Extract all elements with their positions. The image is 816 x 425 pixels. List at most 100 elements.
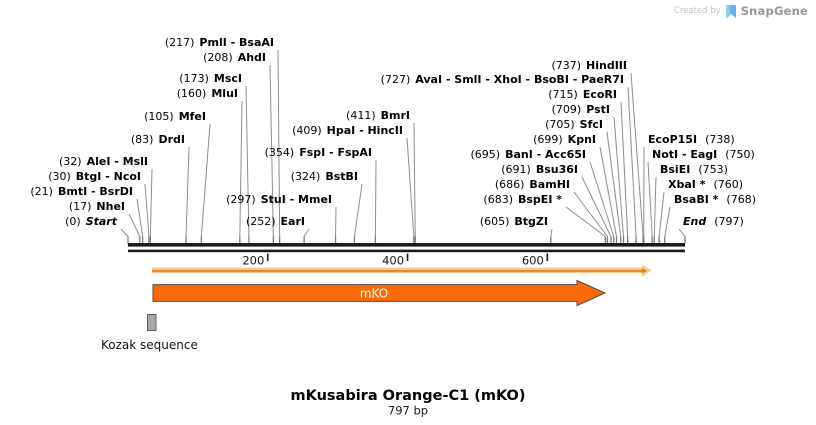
site-label[interactable]: BsaBI *(768) bbox=[674, 193, 756, 206]
restriction-site: (208)AhdI bbox=[203, 51, 275, 244]
restriction-site: (605)BtgZI bbox=[480, 215, 553, 244]
site-label[interactable]: (173)MscI bbox=[179, 72, 242, 85]
sequence-line-bottom bbox=[128, 249, 685, 253]
restriction-site: (105)MfeI bbox=[144, 110, 211, 244]
site-label[interactable]: (683)BspEI * bbox=[483, 193, 562, 206]
site-connector-line bbox=[613, 116, 624, 237]
site-connector-line bbox=[303, 228, 310, 237]
site-label[interactable]: (217)PmlI - BsaAI bbox=[165, 36, 274, 49]
kozak-feature-box[interactable] bbox=[147, 314, 157, 331]
site-label[interactable]: BsiEI(753) bbox=[660, 163, 728, 176]
site-label[interactable]: (21)BmtI - BsrDI bbox=[30, 185, 133, 198]
site-connector-line bbox=[149, 168, 153, 237]
site-label[interactable]: (297)StuI - MmeI bbox=[226, 193, 332, 206]
restriction-site: (354)FspI - FspAI bbox=[265, 146, 377, 244]
ruler-tick-label: 400 bbox=[382, 254, 404, 268]
site-connector-line bbox=[565, 206, 606, 237]
site-label[interactable]: (727)AvaI - SmlI - XhoI - BsoBI - PaeR7I bbox=[381, 73, 624, 86]
site-label[interactable]: (715)EcoRI bbox=[548, 88, 617, 101]
site-label[interactable]: EcoP15I(738) bbox=[648, 133, 735, 146]
site-label[interactable]: (409)HpaI - HincII bbox=[292, 124, 403, 137]
created-by-text: Created by bbox=[673, 6, 721, 16]
restriction-site: (252)EarI bbox=[246, 215, 310, 244]
restriction-site: (699)KpnI bbox=[533, 133, 618, 244]
site-connector-line bbox=[200, 123, 211, 237]
site-label[interactable]: (737)HindIII bbox=[551, 59, 627, 72]
site-label[interactable]: (605)BtgZI bbox=[480, 215, 548, 228]
restriction-site: (21)BmtI - BsrDI bbox=[30, 185, 144, 244]
site-connector-line bbox=[647, 161, 653, 237]
site-connector-line bbox=[573, 191, 608, 237]
site-connector-line bbox=[374, 159, 377, 237]
site-connector-line bbox=[277, 49, 281, 237]
map-title: mKusabira Orange-C1 (mKO) bbox=[290, 388, 525, 404]
site-label[interactable]: XbaI *(760) bbox=[668, 178, 743, 191]
site-label[interactable]: (160)MluI bbox=[177, 87, 238, 100]
site-label[interactable]: (695)BanI - Acc65I bbox=[470, 148, 586, 161]
site-label[interactable]: (0)Start bbox=[65, 215, 118, 228]
site-connector-line bbox=[239, 100, 243, 237]
site-label[interactable]: (252)EarI bbox=[246, 215, 305, 228]
restriction-site: (705)SfcI bbox=[545, 118, 622, 244]
ruler-tick-label: 600 bbox=[522, 254, 544, 268]
site-label[interactable]: (32)AleI - MslI bbox=[59, 155, 148, 168]
site-connector-line bbox=[581, 176, 612, 237]
restriction-site: (695)BanI - Acc65I bbox=[470, 148, 615, 244]
site-connector-line bbox=[658, 191, 665, 237]
mko-feature-arrow[interactable]: mKO bbox=[152, 279, 607, 307]
site-label[interactable]: End(797) bbox=[683, 215, 744, 228]
restriction-site: BsiEI(753) bbox=[653, 163, 728, 244]
site-connector-line bbox=[653, 176, 657, 237]
restriction-site: (217)PmlI - BsaAI bbox=[165, 36, 281, 244]
restriction-site: (686)BamHI bbox=[495, 178, 609, 244]
site-connector-line bbox=[413, 122, 416, 237]
restriction-site: (737)HindIII bbox=[551, 59, 644, 244]
restriction-site: (715)EcoRI bbox=[548, 88, 629, 244]
site-connector-line bbox=[550, 228, 553, 237]
restriction-site: (30)BtgI - NcoI bbox=[48, 170, 150, 244]
restriction-site: (709)PstI bbox=[552, 103, 625, 244]
restriction-sites-layer: (217)PmlI - BsaAI (208)AhdI (173)MscI (160)… bbox=[30, 36, 756, 244]
site-label[interactable]: (105)MfeI bbox=[144, 110, 206, 123]
site-connector-line bbox=[606, 131, 622, 237]
restriction-site: NotI - EagI(750) bbox=[647, 148, 755, 244]
site-label[interactable]: (17)NheI bbox=[69, 200, 125, 213]
site-label[interactable]: (699)KpnI bbox=[533, 133, 596, 146]
restriction-site: (32)AleI - MslI bbox=[59, 155, 153, 244]
restriction-site: (160)MluI bbox=[177, 87, 243, 244]
site-label[interactable]: (208)AhdI bbox=[203, 51, 266, 64]
site-connector-line bbox=[620, 101, 629, 237]
site-label[interactable]: (705)SfcI bbox=[545, 118, 603, 131]
snapgene-credit: Created by SnapGene bbox=[674, 4, 808, 18]
restriction-site: EcoP15I(738) bbox=[643, 133, 735, 244]
site-label[interactable]: (686)BamHI bbox=[495, 178, 570, 191]
restriction-site: (297)StuI - MmeI bbox=[226, 193, 337, 244]
site-connector-line bbox=[245, 85, 250, 237]
site-connector-line bbox=[627, 86, 637, 237]
site-label[interactable]: NotI - EagI(750) bbox=[652, 148, 755, 161]
site-label[interactable]: (709)PstI bbox=[552, 103, 610, 116]
site-connector-line bbox=[144, 183, 150, 237]
site-label[interactable]: (83)DrdI bbox=[131, 133, 185, 146]
restriction-site: (17)NheI bbox=[69, 200, 141, 244]
site-connector-line bbox=[630, 72, 644, 237]
site-label[interactable]: (691)Bsu36I bbox=[501, 163, 578, 176]
restriction-site: (324)BstBI bbox=[291, 170, 363, 244]
site-connector-line bbox=[128, 213, 141, 237]
site-connector-line bbox=[120, 228, 129, 237]
site-label[interactable]: (324)BstBI bbox=[291, 170, 358, 183]
site-connector-line bbox=[353, 183, 363, 237]
restriction-site: XbaI *(760) bbox=[658, 178, 743, 244]
site-connector-line bbox=[599, 146, 618, 237]
ruler-tick-label: 200 bbox=[242, 254, 264, 268]
restriction-site: (691)Bsu36I bbox=[501, 163, 612, 244]
site-label[interactable]: (30)BtgI - NcoI bbox=[48, 170, 141, 183]
site-label[interactable]: (411)BmrI bbox=[346, 109, 410, 122]
site-connector-line bbox=[136, 198, 144, 237]
restriction-site: (409)HpaI - HincII bbox=[292, 124, 415, 244]
site-label[interactable]: (354)FspI - FspAI bbox=[265, 146, 372, 159]
restriction-site: End(797) bbox=[678, 215, 744, 244]
restriction-site: (83)DrdI bbox=[131, 133, 190, 244]
